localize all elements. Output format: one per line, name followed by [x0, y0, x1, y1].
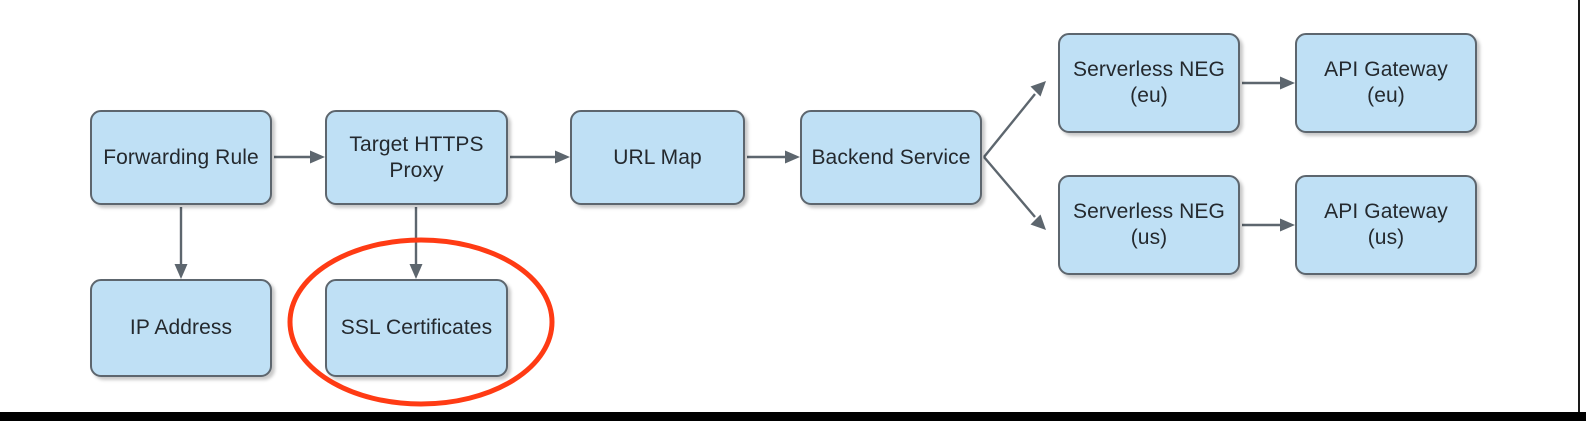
node-url-map-label: URL Map [613, 145, 702, 169]
node-ssl-certificates-label: SSL Certificates [340, 316, 493, 340]
node-serverless-neg-us-label: Serverless NEG (us) [1073, 200, 1225, 249]
edge-url-map-to-backend-service [747, 150, 800, 164]
node-forwarding-rule-label: Forwarding Rule [103, 145, 259, 169]
edge-target-https-proxy-to-url-map [510, 150, 570, 164]
node-api-gateway-eu[interactable]: API Gateway (eu) [1295, 33, 1477, 133]
node-ssl-certificates[interactable]: SSL Certificates [325, 279, 508, 377]
edge-forwarding-rule-to-ip-address [174, 207, 188, 279]
node-api-gateway-us[interactable]: API Gateway (us) [1295, 175, 1477, 275]
node-target-https-proxy-label: Target HTTPS Proxy [349, 132, 484, 182]
node-forwarding-rule[interactable]: Forwarding Rule [90, 110, 272, 205]
right-edge-rule [1578, 0, 1580, 413]
node-serverless-neg-eu[interactable]: Serverless NEG (eu) [1058, 33, 1240, 133]
edge-target-https-proxy-to-ssl-certificates [409, 207, 423, 279]
bottom-edge-rule [0, 412, 1586, 421]
node-ip-address-label: IP Address [129, 316, 233, 340]
node-url-map[interactable]: URL Map [570, 110, 745, 205]
node-backend-service[interactable]: Backend Service [800, 110, 982, 205]
edge-forwarding-rule-to-target-https-proxy [274, 150, 325, 164]
edge-serverless-neg-eu-to-api-gateway-eu [1242, 76, 1295, 90]
edge-serverless-neg-us-to-api-gateway-us [1242, 218, 1295, 232]
node-target-https-proxy[interactable]: Target HTTPS Proxy [325, 110, 508, 205]
edge-backend-service-to-serverless-neg-us [983, 156, 1046, 230]
node-backend-service-label: Backend Service [811, 145, 971, 169]
edge-backend-service-to-serverless-neg-eu [983, 81, 1046, 158]
node-ip-address[interactable]: IP Address [90, 279, 272, 377]
node-api-gateway-eu-label: API Gateway (eu) [1324, 58, 1448, 107]
node-serverless-neg-us[interactable]: Serverless NEG (us) [1058, 175, 1240, 275]
node-serverless-neg-eu-label: Serverless NEG (eu) [1073, 58, 1225, 107]
node-api-gateway-us-label: API Gateway (us) [1324, 200, 1448, 249]
